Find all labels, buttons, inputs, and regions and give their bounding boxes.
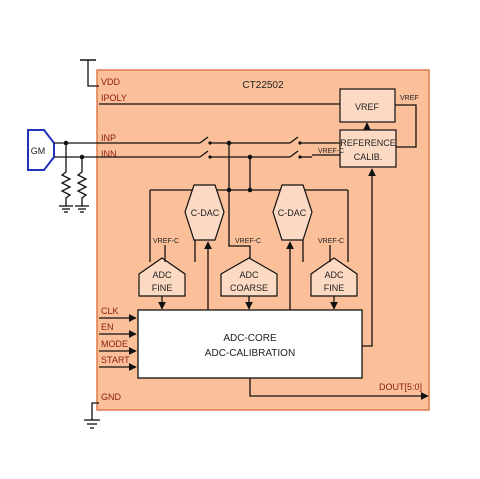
pin-vdd: VDD [101, 77, 121, 87]
adc-fine-left-label-1: ADC [152, 270, 172, 280]
pin-clk: CLK [101, 306, 119, 316]
inn-switch-2 [289, 150, 299, 158]
gm-label: GM [31, 146, 46, 156]
vref-c-ref-label: VREF-C [318, 148, 344, 155]
vref-c-1-label: VREF-C [153, 238, 179, 245]
adc-core-label: ADC-CORE [223, 333, 277, 344]
reference-calib-label-2: CALIB. [354, 152, 383, 162]
inn-switch-1 [199, 150, 209, 158]
pin-ipoly: IPOLY [101, 93, 127, 103]
pin-en: EN [101, 322, 114, 332]
reference-calib-label-1: REFERENCE [340, 138, 396, 148]
pin-inn: INN [101, 149, 117, 159]
adc-coarse-label-1: ADC [239, 270, 259, 280]
adc-fine-right-label-1: ADC [324, 270, 344, 280]
ground-icon-2 [75, 205, 89, 213]
cdac-right-label: C-DAC [278, 208, 307, 218]
gnd-wire [91, 402, 99, 420]
pin-dout: DOUT[5:0] [379, 382, 422, 392]
ground-icon-1 [59, 205, 73, 213]
vref-c-2-label: VREF-C [235, 238, 261, 245]
pin-inp: INP [101, 133, 116, 143]
vref-label: VREF [355, 102, 380, 112]
resistor-1-icon [60, 143, 72, 206]
chip-part-number: CT22502 [242, 80, 284, 91]
adc-coarse-label-2: COARSE [230, 283, 268, 293]
cdac-left-label: C-DAC [191, 208, 220, 218]
adc-fine-left-label-2: FINE [152, 283, 173, 293]
inp-switch-2 [289, 136, 299, 144]
vref-out-wire [395, 104, 417, 148]
vdd-wire [87, 60, 99, 87]
resistor-2-icon [76, 157, 88, 206]
pin-start: START [101, 355, 130, 365]
pin-mode: MODE [101, 339, 128, 349]
vref-c-3-label: VREF-C [318, 238, 344, 245]
adc-fine-left-block [138, 257, 186, 297]
pin-gnd: GND [101, 392, 122, 402]
ground-icon-gnd [84, 419, 100, 429]
cdac-left-block [184, 184, 225, 241]
dout-wire [249, 378, 429, 400]
tap-junction-2 [247, 187, 253, 193]
inp-switch-1 [199, 136, 209, 144]
coarse-in-wire [228, 190, 251, 262]
vref-block [339, 88, 396, 123]
core-to-reference-wire [362, 168, 376, 347]
vref-out-label: VREF [400, 95, 419, 102]
adc-coarse-block [220, 257, 278, 297]
adc-fine-right-label-2: FINE [324, 283, 345, 293]
adc-calibration-label: ADC-CALIBRATION [205, 348, 295, 359]
adc-core-block [137, 309, 363, 379]
